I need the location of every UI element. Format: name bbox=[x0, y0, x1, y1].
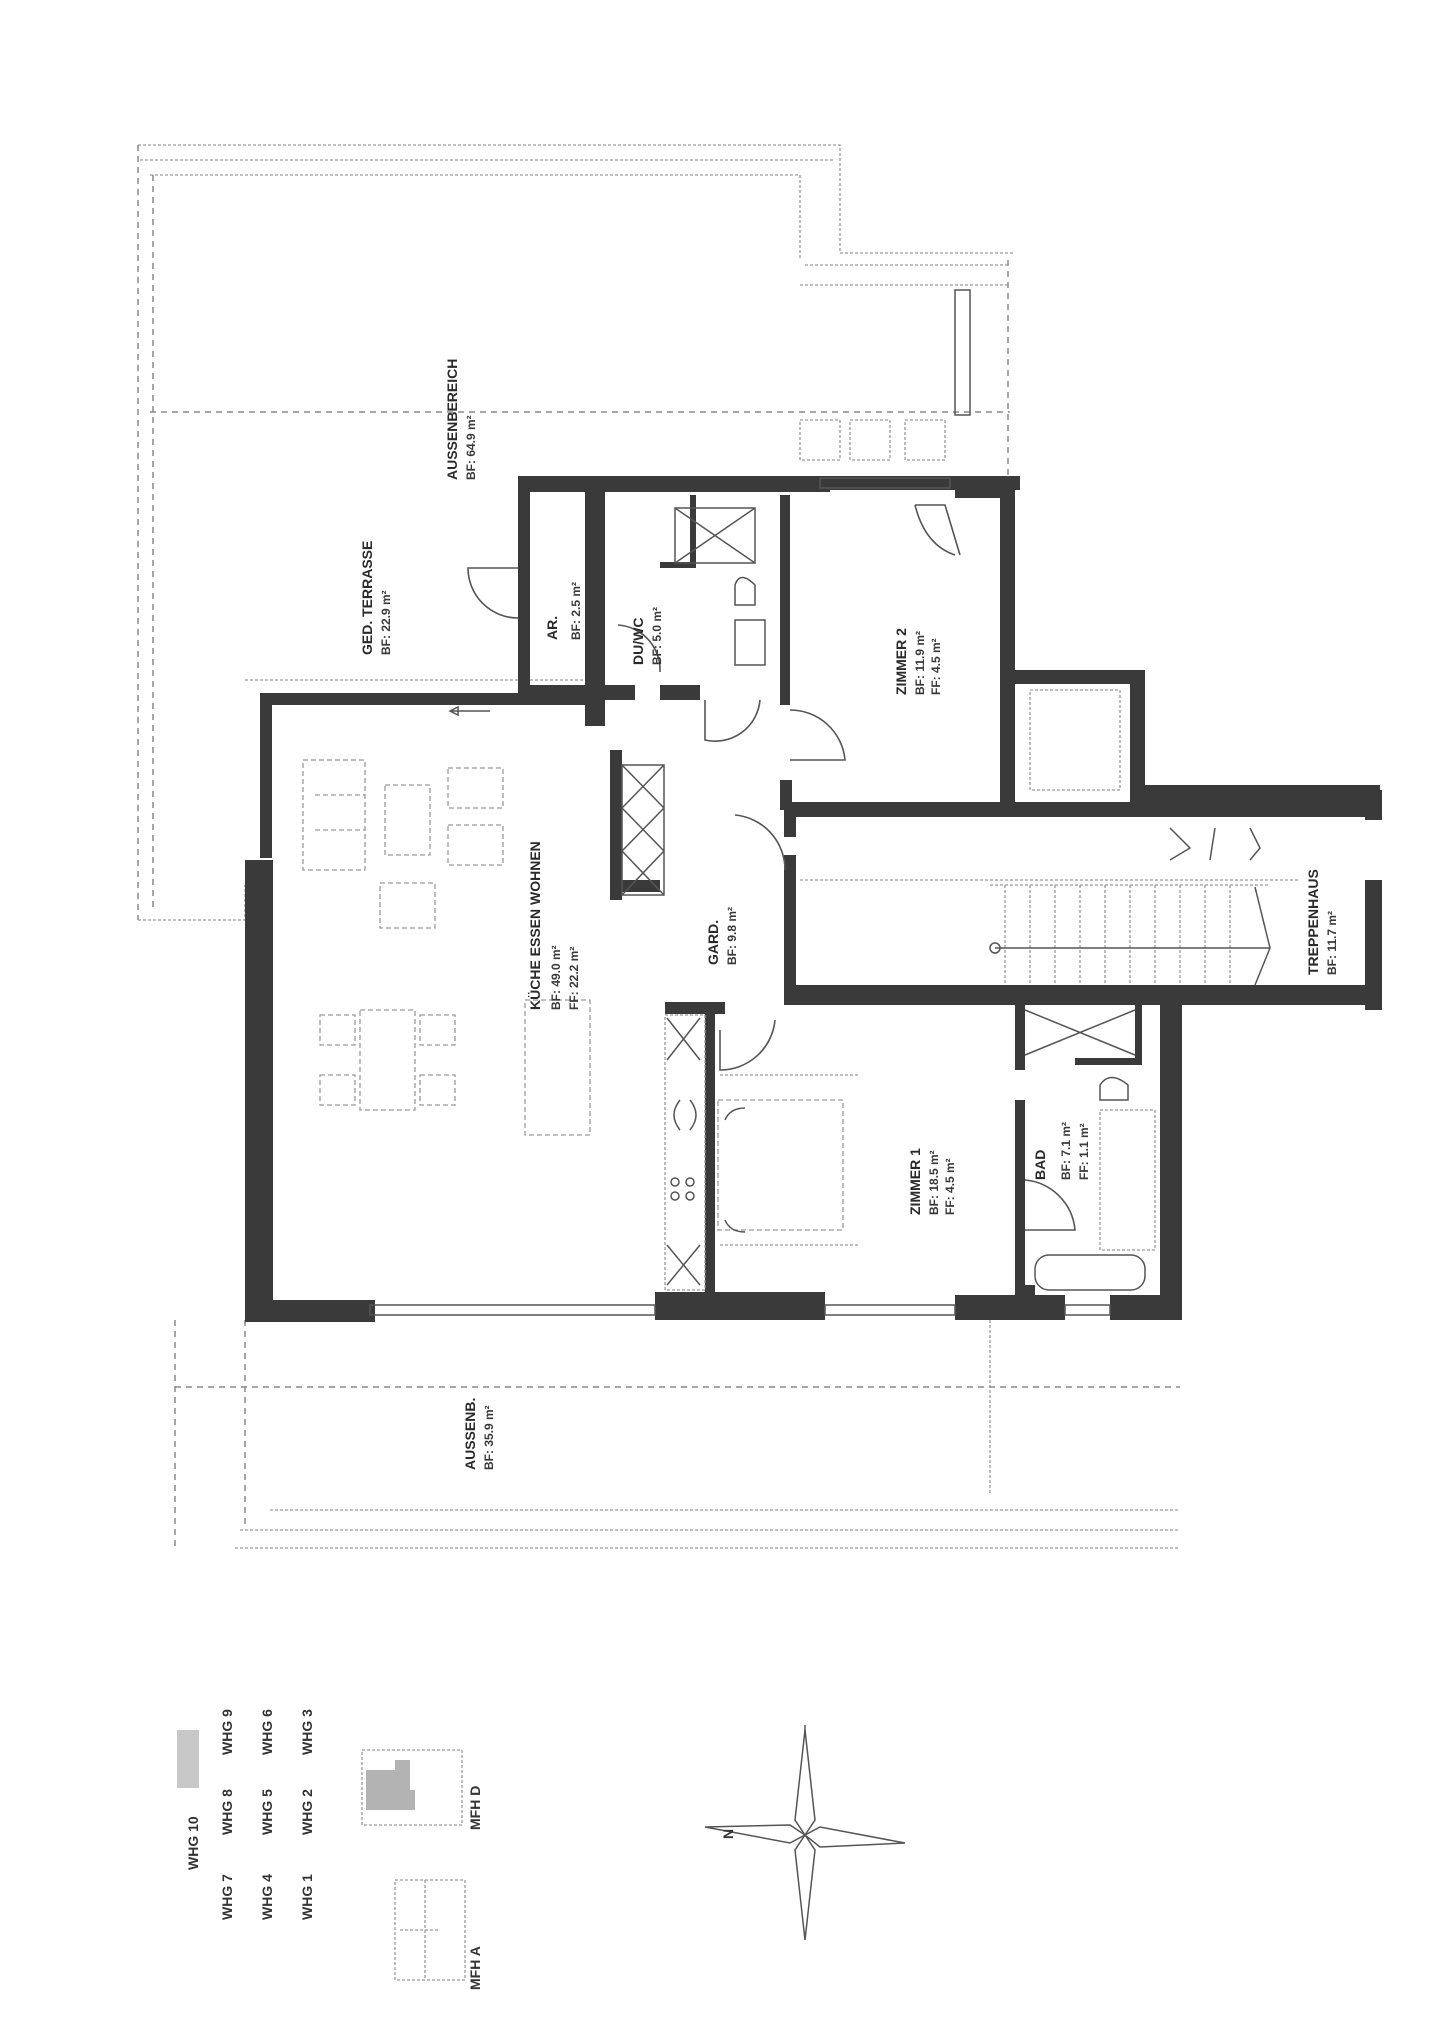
svg-text:BF: 64.9 m²: BF: 64.9 m² bbox=[464, 415, 478, 480]
unit-legend: WHG 10 WHG 7 WHG 8 WHG 9 WHG 4 WHG 5 WHG… bbox=[177, 1709, 315, 1920]
svg-text:WHG 7: WHG 7 bbox=[219, 1874, 235, 1920]
svg-text:BF: 18.5 m²: BF: 18.5 m² bbox=[927, 1150, 941, 1215]
label-gard: GARD. BF: 9.8 m² bbox=[705, 907, 739, 965]
svg-text:WHG 6: WHG 6 bbox=[259, 1709, 275, 1755]
svg-text:WHG 4: WHG 4 bbox=[259, 1874, 275, 1920]
svg-text:FF: 4.5 m²: FF: 4.5 m² bbox=[943, 1158, 957, 1215]
svg-text:WHG 1: WHG 1 bbox=[299, 1874, 315, 1920]
svg-text:WHG 10: WHG 10 bbox=[185, 1816, 201, 1870]
svg-text:MFH D: MFH D bbox=[467, 1786, 483, 1830]
fixtures bbox=[621, 507, 1300, 1291]
windows bbox=[369, 477, 1111, 1316]
svg-text:TREPPENHAUS: TREPPENHAUS bbox=[1305, 869, 1321, 975]
svg-text:WHG 2: WHG 2 bbox=[299, 1789, 315, 1835]
svg-text:WHG 5: WHG 5 bbox=[259, 1789, 275, 1835]
svg-text:BF: 7.1 m²: BF: 7.1 m² bbox=[1059, 1122, 1073, 1180]
highlighted-unit-swatch bbox=[177, 1730, 199, 1788]
svg-text:BF: 35.9 m²: BF: 35.9 m² bbox=[482, 1405, 496, 1470]
svg-text:MFH A: MFH A bbox=[467, 1946, 483, 1990]
doors bbox=[467, 504, 1076, 1231]
walls bbox=[245, 476, 1382, 1322]
svg-text:BF: 2.5 m²: BF: 2.5 m² bbox=[569, 582, 583, 640]
label-zimmer2: ZIMMER 2 BF: 11.9 m² FF: 4.5 m² bbox=[893, 628, 943, 695]
label-kueche: KÜCHE ESSEN WOHNEN BF: 49.0 m² FF: 22.2 … bbox=[527, 841, 581, 1010]
label-treppenhaus: TREPPENHAUS BF: 11.7 m² bbox=[1305, 869, 1339, 975]
svg-text:ZIMMER 1: ZIMMER 1 bbox=[907, 1148, 923, 1215]
svg-text:BF: 9.8 m²: BF: 9.8 m² bbox=[725, 907, 739, 965]
key-plan-mfh-a: MFH A bbox=[394, 1879, 483, 1990]
svg-text:FF: 4.5 m²: FF: 4.5 m² bbox=[929, 638, 943, 695]
label-bad-area: BF: 7.1 m² FF: 1.1 m² bbox=[1059, 1122, 1091, 1180]
svg-text:WHG 8: WHG 8 bbox=[219, 1789, 235, 1835]
label-du-wc: DU/WC BF: 5.0 m² bbox=[630, 607, 664, 665]
building-key-plans: MFH D MFH A bbox=[361, 1749, 483, 1990]
label-aussenb: AUSSENB. BF: 35.9 m² bbox=[462, 1398, 496, 1470]
label-bad: BAD bbox=[1032, 1150, 1048, 1180]
svg-text:FF: 1.1 m²: FF: 1.1 m² bbox=[1077, 1123, 1091, 1180]
exterior-boundaries bbox=[137, 144, 1180, 1550]
svg-text:AR.: AR. bbox=[544, 616, 560, 640]
label-ar-area: BF: 2.5 m² bbox=[569, 582, 583, 640]
svg-text:BF: 22.9 m²: BF: 22.9 m² bbox=[379, 590, 393, 655]
svg-text:KÜCHE ESSEN WOHNEN: KÜCHE ESSEN WOHNEN bbox=[527, 841, 543, 1010]
key-plan-mfh-d: MFH D bbox=[361, 1749, 483, 1830]
svg-text:AUSSENBEREICH: AUSSENBEREICH bbox=[444, 359, 460, 480]
svg-text:GED. TERRASSE: GED. TERRASSE bbox=[359, 541, 375, 655]
svg-text:WHG 9: WHG 9 bbox=[219, 1709, 235, 1755]
svg-text:BAD: BAD bbox=[1032, 1150, 1048, 1180]
svg-text:WHG 3: WHG 3 bbox=[299, 1709, 315, 1755]
svg-text:AUSSENB.: AUSSENB. bbox=[462, 1398, 478, 1470]
svg-text:BF: 49.0 m²: BF: 49.0 m² bbox=[549, 945, 563, 1010]
svg-text:FF: 22.2 m²: FF: 22.2 m² bbox=[567, 947, 581, 1010]
svg-text:BF: 11.7 m²: BF: 11.7 m² bbox=[1325, 911, 1339, 975]
label-zimmer1: ZIMMER 1 BF: 18.5 m² FF: 4.5 m² bbox=[907, 1148, 957, 1215]
svg-text:DU/WC: DU/WC bbox=[630, 618, 646, 665]
svg-text:GARD.: GARD. bbox=[705, 920, 721, 965]
svg-text:BF: 5.0 m²: BF: 5.0 m² bbox=[650, 607, 664, 665]
label-aussenbereich: AUSSENBEREICH BF: 64.9 m² bbox=[444, 359, 478, 480]
room-labels: AUSSENBEREICH BF: 64.9 m² GED. TERRASSE … bbox=[359, 359, 1339, 1470]
furniture bbox=[302, 705, 860, 1246]
svg-text:BF: 11.9 m²: BF: 11.9 m² bbox=[913, 631, 927, 695]
svg-text:N: N bbox=[720, 1829, 736, 1839]
label-ar: AR. bbox=[544, 616, 560, 640]
svg-text:ZIMMER 2: ZIMMER 2 bbox=[893, 628, 909, 695]
compass-rose-icon: N bbox=[704, 1725, 906, 1941]
label-ged-terrasse: GED. TERRASSE BF: 22.9 m² bbox=[359, 541, 393, 655]
